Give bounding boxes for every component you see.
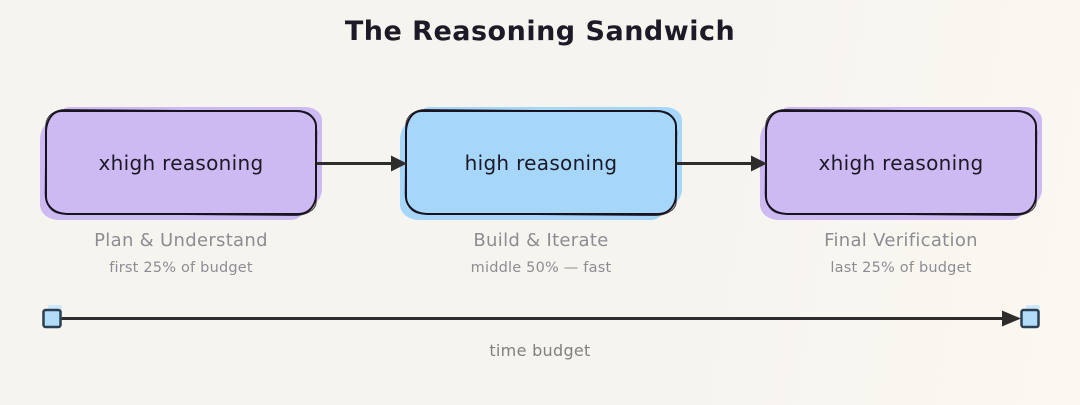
- arrow-stage1-stage2: [316, 155, 407, 172]
- stage-box-label: xhigh reasoning: [98, 150, 264, 175]
- stage-caption: Final Verification: [824, 230, 978, 251]
- stage-box-xhigh-2: xhigh reasoning: [765, 110, 1037, 215]
- stage-caption: Build & Iterate: [473, 230, 609, 251]
- stage-detail: first 25% of budget: [109, 260, 253, 276]
- arrowhead-icon: [1002, 310, 1021, 327]
- stage-detail: last 25% of budget: [830, 260, 972, 276]
- stage-box-label: xhigh reasoning: [818, 150, 984, 175]
- stage-plan-understand: xhigh reasoning Plan & Understand first …: [45, 110, 317, 276]
- stage-box-label: high reasoning: [464, 150, 618, 175]
- timeline-endpoint-halo: [1026, 305, 1040, 319]
- diagram-title: The Reasoning Sandwich: [344, 16, 736, 47]
- stage-box-high: high reasoning: [405, 110, 677, 215]
- arrow-stage2-stage3: [676, 155, 767, 172]
- timeline-axis: [42, 305, 1040, 329]
- stage-caption: Plan & Understand: [94, 230, 268, 251]
- stage-box-xhigh-1: xhigh reasoning: [45, 110, 317, 215]
- stage-final-verification: xhigh reasoning Final Verification last …: [765, 110, 1037, 276]
- timeline-endpoint-square-left: [42, 308, 62, 329]
- stage-build-iterate: high reasoning Build & Iterate middle 50…: [405, 110, 677, 276]
- timeline-label: time budget: [489, 341, 591, 360]
- timeline-endpoint-halo: [48, 305, 62, 319]
- stage-detail: middle 50% — fast: [470, 260, 612, 276]
- timeline-endpoint-square-right: [1020, 308, 1040, 329]
